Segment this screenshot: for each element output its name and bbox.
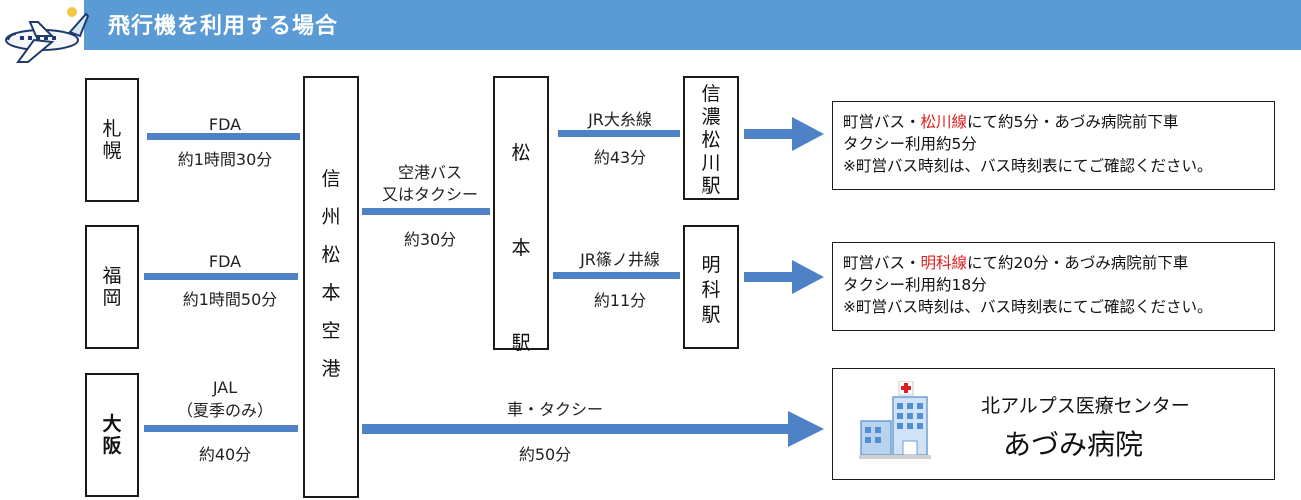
hospital-name: あづみ病院: [1003, 428, 1144, 461]
header-bar: [84, 0, 1301, 50]
bus-info-1-route: 松川線: [920, 113, 968, 131]
station-box-matsumoto: 松本駅: [493, 76, 549, 354]
bus-info-2-prefix: 町営バス・: [843, 254, 921, 272]
arrow-airport-to-hospital: [362, 411, 824, 447]
airport-station-mode-1: 空港バス: [397, 163, 462, 182]
rail-line-oito: JR大糸線: [588, 110, 652, 129]
bus-info-2-note: ※町営バス時刻は、バス時刻表にてご確認ください。: [843, 298, 1213, 316]
bus-info-2-route-line: 町営バス・明科線にて約20分・あづみ病院前下車: [843, 252, 1188, 274]
connector-oito: [558, 130, 680, 137]
station-box-akashina: 明科駅: [683, 225, 739, 349]
airport-box: 信州松本空港: [303, 76, 359, 498]
bus-info-1-prefix: 町営バス・: [843, 113, 921, 131]
hospital-icon: [859, 381, 931, 459]
connector-sapporo-airport: [147, 133, 300, 140]
arrow-to-bus-info-2: [744, 260, 824, 294]
origin-box-sapporo: 札幌: [85, 78, 139, 202]
connector-airport-station: [362, 208, 490, 215]
airport-station-time: 約30分: [403, 230, 457, 249]
arrow-to-bus-info-1: [744, 117, 824, 151]
bus-info-box-2: 町営バス・明科線にて約20分・あづみ病院前下車 タクシー利用約18分 ※町営バス…: [832, 242, 1275, 331]
rail-line-shinonoi: JR篠ノ井線: [580, 250, 660, 269]
flight-time-sapporo: 約1時間30分: [177, 150, 273, 169]
bus-info-1-route-line: 町営バス・松川線にて約5分・あづみ病院前下車: [843, 111, 1178, 133]
flight-carrier-osaka: JAL: [212, 378, 238, 397]
hospital-box: 北アルプス医療センター あづみ病院: [832, 368, 1275, 480]
airport-label: 信州松本空港: [321, 168, 341, 380]
flight-carrier-sapporo: FDA: [208, 115, 242, 134]
airplane-icon: [5, 7, 90, 63]
hospital-center-name: 北アルプス医療センター: [981, 395, 1190, 417]
rail-time-oito: 約43分: [593, 148, 647, 167]
flight-time-osaka: 約40分: [198, 445, 252, 464]
bus-info-1-note: ※町営バス時刻は、バス時刻表にてご確認ください。: [843, 157, 1213, 175]
connector-shinonoi: [553, 272, 680, 279]
station-label-akashina: 明科駅: [701, 254, 721, 326]
bus-info-2-taxi: タクシー利用約18分: [843, 276, 987, 294]
station-box-shinano-matsukawa: 信濃松川駅: [683, 76, 739, 200]
bus-info-box-1: 町営バス・松川線にて約5分・あづみ病院前下車 タクシー利用約5分 ※町営バス時刻…: [832, 101, 1275, 190]
bus-info-2-route: 明科線: [920, 254, 968, 272]
station-label-matsumoto: 松本駅: [511, 142, 531, 354]
origin-label-fukuoka: 福岡: [102, 265, 122, 309]
bus-info-2-suffix: にて約20分・あづみ病院前下車: [967, 254, 1189, 272]
station-label-shinano-matsukawa: 信濃松川駅: [701, 83, 721, 197]
bus-info-1-taxi: タクシー利用約5分: [843, 135, 977, 153]
airport-hospital-mode: 車・タクシー: [506, 400, 603, 419]
connector-fukuoka-airport: [144, 273, 298, 280]
origin-label-osaka: 大阪: [102, 413, 122, 457]
origin-box-osaka: 大阪: [85, 373, 139, 497]
airport-hospital-time: 約50分: [518, 445, 572, 464]
origin-label-sapporo: 札幌: [102, 118, 122, 162]
flight-note-osaka: （夏季のみ）: [176, 401, 273, 420]
rail-time-shinonoi: 約11分: [593, 291, 647, 310]
airport-station-mode-2: 又はタクシー: [381, 185, 478, 204]
connector-osaka-airport: [144, 425, 298, 432]
flight-carrier-fukuoka: FDA: [208, 252, 242, 271]
origin-box-fukuoka: 福岡: [85, 225, 139, 349]
bus-info-1-suffix: にて約5分・あづみ病院前下車: [967, 113, 1179, 131]
page-title: 飛行機を利用する場合: [108, 14, 339, 39]
flight-time-fukuoka: 約1時間50分: [182, 290, 278, 309]
